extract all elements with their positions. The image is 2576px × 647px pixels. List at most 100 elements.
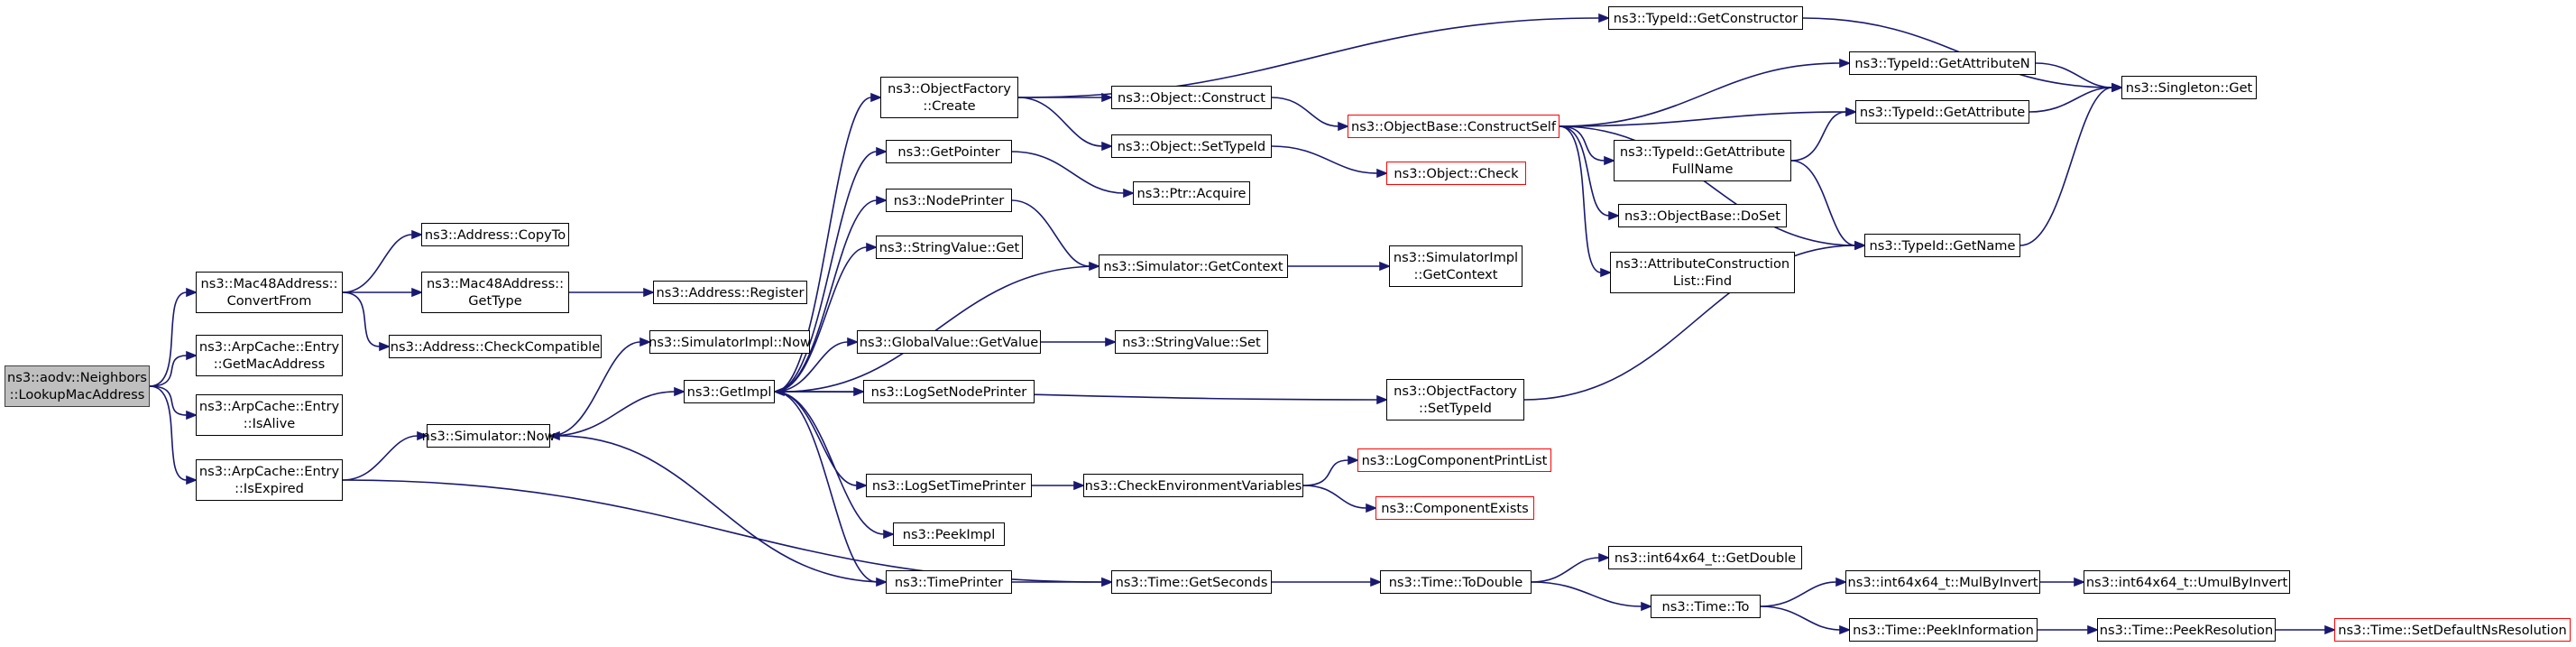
- arrowhead-getimpl-to-objfsettypeid: [1376, 394, 1389, 405]
- node-label: ns3::Ptr::Acquire: [1136, 185, 1247, 201]
- node-constructself[interactable]: ns3::ObjectBase::ConstructSelf: [1348, 115, 1559, 138]
- arrowhead-simgetctx-to-simimplgetctx: [1379, 261, 1392, 272]
- arrowhead-timeto-to-peekinfo: [1839, 624, 1852, 635]
- arrowhead-lookup-to-convertfrom: [186, 287, 198, 298]
- edge-lookup-to-convertfrom: [149, 291, 188, 387]
- arrowhead-lookup-to-isalive: [186, 410, 198, 421]
- node-objfsettypeid[interactable]: ns3::ObjectFactory::SetTypeId: [1386, 379, 1524, 421]
- node-timeto[interactable]: ns3::Time::To: [1651, 595, 1761, 618]
- arrowhead-constructself-to-getattrfullname: [1604, 155, 1616, 166]
- node-nodeprinter[interactable]: ns3::NodePrinter: [886, 189, 1012, 212]
- node-timetodouble[interactable]: ns3::Time::ToDouble: [1380, 570, 1532, 594]
- edge-simgetctx-to-getimpl: [783, 265, 1099, 393]
- node-logcomplist[interactable]: ns3::LogComponentPrintList: [1357, 448, 1551, 472]
- arrowhead-globalget-to-stringset: [1105, 337, 1118, 347]
- edge-timeprinter-to-simnow: [558, 435, 887, 583]
- node-objsettypeid[interactable]: ns3::Object::SetTypeId: [1111, 134, 1272, 158]
- node-getattrn[interactable]: ns3::TypeId::GetAttributeN: [1849, 51, 2036, 75]
- edge-timeto-to-peekinfo: [1760, 605, 1841, 631]
- node-label: ns3::LogSetNodePrinter: [870, 384, 1027, 400]
- node-label: ns3::TypeId::GetConstructor: [1613, 10, 1799, 26]
- node-checkcompat[interactable]: ns3::Address::CheckCompatible: [389, 335, 602, 358]
- node-label: List::Find: [1672, 273, 1733, 289]
- arrowhead-constructself-to-doset: [1608, 210, 1621, 221]
- node-timeprinter[interactable]: ns3::TimePrinter: [886, 570, 1012, 594]
- node-label: ns3::ComponentExists: [1381, 500, 1529, 516]
- node-isalive[interactable]: ns3::ArpCache::Entry::IsAlive: [196, 394, 343, 436]
- node-peekinfo[interactable]: ns3::Time::PeekInformation: [1849, 618, 2038, 642]
- node-simnow[interactable]: ns3::Simulator::Now: [422, 424, 555, 448]
- node-timegetsec[interactable]: ns3::Time::GetSeconds: [1111, 570, 1272, 594]
- node-objfcreate[interactable]: ns3::ObjectFactory::Create: [880, 77, 1018, 118]
- arrowhead-convertfrom-to-copyto: [411, 229, 424, 240]
- edge-convertfrom-to-copyto: [342, 234, 413, 293]
- node-label: ::Create: [923, 98, 976, 114]
- node-label: ns3::LogComponentPrintList: [1361, 452, 1548, 468]
- node-register[interactable]: ns3::Address::Register: [653, 281, 807, 304]
- arrowhead-peekres-to-setdefaultres: [2324, 624, 2337, 635]
- node-mulbyinvert[interactable]: ns3::int64x64_t::MulByInvert: [1845, 570, 2040, 594]
- node-umulbyinvert[interactable]: ns3::int64x64_t::UmulByInvert: [2084, 570, 2290, 594]
- node-label: ns3::ArpCache::Entry: [198, 399, 340, 414]
- node-setdefaultres[interactable]: ns3::Time::SetDefaultNsResolution: [2334, 618, 2571, 642]
- node-getpointer[interactable]: ns3::GetPointer: [886, 140, 1012, 163]
- node-getname[interactable]: ns3::TypeId::GetName: [1864, 234, 2020, 257]
- node-getattr[interactable]: ns3::TypeId::GetAttribute: [1855, 100, 2029, 124]
- node-logsettime[interactable]: ns3::LogSetTimePrinter: [866, 474, 1032, 497]
- node-label: ::IsExpired: [235, 481, 304, 496]
- node-int64getdouble[interactable]: ns3::int64x64_t::GetDouble: [1608, 546, 1802, 569]
- node-isexpired[interactable]: ns3::ArpCache::Entry::IsExpired: [196, 459, 343, 501]
- node-label: ns3::Address::Register: [656, 284, 805, 300]
- node-label: ns3::PeekImpl: [902, 526, 996, 542]
- edge-constructself-to-getattrn: [1559, 62, 1841, 127]
- node-objcheck[interactable]: ns3::Object::Check: [1386, 162, 1526, 185]
- node-compexists[interactable]: ns3::ComponentExists: [1375, 496, 1534, 520]
- edge-constructself-to-doset: [1559, 125, 1610, 217]
- edge-isexpired-to-simnow: [342, 435, 419, 481]
- edge-getattrfullname-to-getname: [1790, 160, 1856, 246]
- node-simimplgetctx[interactable]: ns3::SimulatorImpl::GetContext: [1389, 245, 1523, 287]
- node-mactype[interactable]: ns3::Mac48Address::GetType: [421, 272, 569, 313]
- node-label: ConvertFrom: [226, 293, 312, 309]
- arrowhead-timetodouble-to-int64getdouble: [1598, 552, 1611, 563]
- node-label: ns3::GetPointer: [897, 143, 1000, 160]
- edge-timetodouble-to-timeto: [1531, 581, 1642, 607]
- node-ptracquire[interactable]: ns3::Ptr::Acquire: [1133, 181, 1250, 205]
- node-peekimpl[interactable]: ns3::PeekImpl: [893, 522, 1005, 546]
- edge-convertfrom-to-checkcompat: [342, 291, 381, 347]
- node-convertfrom[interactable]: ns3::Mac48Address::ConvertFrom: [196, 272, 343, 313]
- node-objconstruct[interactable]: ns3::Object::Construct: [1111, 86, 1272, 109]
- node-getconstructor[interactable]: ns3::TypeId::GetConstructor: [1608, 6, 1803, 30]
- arrowhead-objfcreate-to-getconstructor: [1598, 13, 1611, 23]
- node-doset[interactable]: ns3::ObjectBase::DoSet: [1618, 204, 1787, 227]
- arrowhead-objfcreate-to-objconstruct: [1101, 92, 1114, 103]
- node-label: ns3::TimePrinter: [894, 574, 1004, 590]
- edge-simnow-to-getimpl: [549, 391, 676, 437]
- node-logsetnode[interactable]: ns3::LogSetNodePrinter: [863, 380, 1035, 403]
- node-getmac[interactable]: ns3::ArpCache::Entry::GetMacAddress: [196, 335, 343, 376]
- edge-getimpl-to-getpointer: [774, 151, 878, 393]
- node-singletonget[interactable]: ns3::Singleton::Get: [2121, 76, 2257, 99]
- arrowhead-objsettypeid-to-objcheck: [1376, 168, 1389, 179]
- node-label: GetType: [468, 293, 522, 309]
- node-checkenv[interactable]: ns3::CheckEnvironmentVariables: [1083, 474, 1303, 497]
- node-label: ns3::ObjectFactory: [1394, 384, 1517, 399]
- arrowhead-timegetsec-to-timetodouble: [1370, 577, 1383, 587]
- node-stringset[interactable]: ns3::StringValue::Set: [1115, 330, 1268, 354]
- node-label: ns3::Time::PeekInformation: [1853, 622, 2034, 638]
- edge-getimpl-to-stringget: [774, 246, 868, 393]
- node-peekres[interactable]: ns3::Time::PeekResolution: [2097, 618, 2276, 642]
- node-label: ns3::Address::CopyTo: [424, 226, 566, 243]
- node-simgetctx[interactable]: ns3::Simulator::GetContext: [1099, 254, 1288, 278]
- node-simimplnow[interactable]: ns3::SimulatorImpl::Now: [649, 330, 811, 354]
- node-globalget[interactable]: ns3::GlobalValue::GetValue: [857, 330, 1041, 354]
- node-stringget[interactable]: ns3::StringValue::Get: [876, 236, 1023, 259]
- node-copyto[interactable]: ns3::Address::CopyTo: [421, 223, 569, 246]
- edge-getname-to-singletonget: [2019, 87, 2113, 246]
- node-label: ns3::Time::PeekResolution: [2099, 622, 2274, 638]
- node-label: ns3::GetImpl: [686, 384, 772, 400]
- node-getimpl[interactable]: ns3::GetImpl: [684, 380, 775, 403]
- node-label: ns3::ObjectBase::ConstructSelf: [1351, 118, 1556, 134]
